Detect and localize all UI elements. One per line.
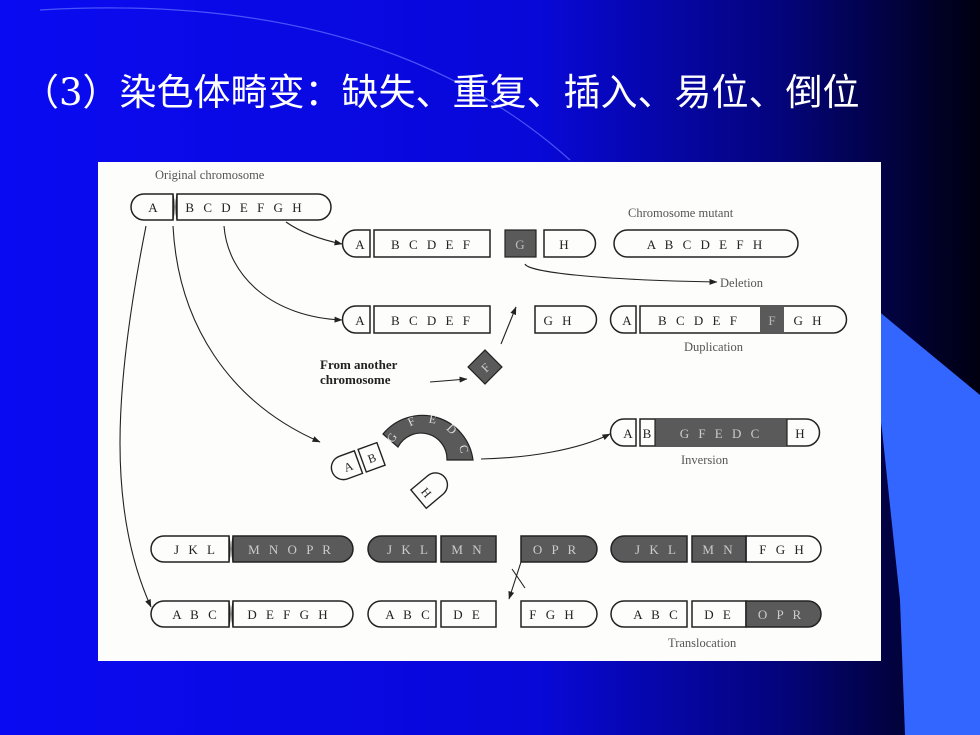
- segment-b: B: [366, 450, 378, 466]
- duplicated-f-segment: [760, 307, 784, 332]
- segment-a: A: [623, 426, 633, 441]
- translocation-top-row: J K L M N O P R J K L M N O P R J K L M …: [150, 535, 822, 563]
- deletion-row: A B C D E F G H A B C D E F H Deletion: [341, 229, 799, 290]
- deletion-caption: Deletion: [720, 276, 764, 290]
- segment-abc: A B C: [385, 607, 433, 622]
- chromosome-mutant-label: Chromosome mutant: [628, 206, 734, 220]
- segment-h: H: [559, 237, 568, 252]
- centromere-marks: [172, 193, 234, 628]
- original-chromosome-label: Original chromosome: [155, 168, 265, 182]
- arc-letter-c: C: [456, 443, 472, 454]
- segment-jkl: J K L: [387, 542, 431, 557]
- segment-a: A: [622, 313, 632, 328]
- segment-opr: O P R: [758, 607, 804, 622]
- inverted-segment-label: G F E D C: [680, 426, 763, 441]
- translocation-caption: Translocation: [668, 636, 737, 650]
- chromosome-figure: Original chromosome Chromosome mutant A …: [98, 162, 881, 661]
- inserted-f-fragment: [467, 349, 503, 385]
- arc-letter-e: E: [428, 412, 438, 427]
- segment-fgh: F G H: [759, 542, 807, 557]
- segment-defgh: D E F G H: [247, 607, 330, 622]
- original-chromosome: A B C D E F G H: [130, 193, 332, 221]
- duplication-row: A B C D E F G H From another chromosome …: [320, 305, 848, 387]
- segment-bcdef: B C D E F: [391, 313, 473, 328]
- gene-segment: B C D E F G H: [185, 200, 304, 215]
- segment-abc: A B C: [633, 607, 681, 622]
- segment-bcdef: B C D E F: [658, 313, 740, 328]
- segment-opr: O P R: [533, 542, 579, 557]
- duplication-caption: Duplication: [684, 340, 744, 354]
- deletion-mutant-label: A B C D E F H: [647, 237, 765, 252]
- slide-title: （3）染色体畸变：缺失、重复、插入、易位、倒位: [22, 71, 860, 114]
- inverted-arc-fragment: [382, 414, 474, 461]
- deleted-g-label: G: [515, 237, 524, 252]
- segment-b: B: [643, 426, 652, 441]
- segment-gh: G H: [543, 313, 574, 328]
- deleted-g-segment: [504, 229, 537, 258]
- segment-a: A: [355, 313, 365, 328]
- segment-de: D E: [453, 607, 483, 622]
- decorative-light-arc: [39, 7, 571, 161]
- segment-h: H: [795, 426, 804, 441]
- segment-h: H: [418, 485, 435, 501]
- centromere-left-segment: A: [148, 200, 158, 215]
- segment-bcdef: B C D E F: [391, 237, 473, 252]
- translocation-bottom-row: A B C D E F G H A B C D E F G H A B C D …: [150, 600, 822, 650]
- connector-arrows: [119, 221, 718, 608]
- segment-de: D E: [704, 607, 734, 622]
- from-another-label-line2: chromosome: [320, 372, 391, 387]
- segment-abc: A B C: [172, 607, 220, 622]
- segment-fgh: F G H: [529, 607, 577, 622]
- segment-a: A: [342, 459, 355, 475]
- decorative-blue-shape: [865, 300, 980, 735]
- segment-a: A: [355, 237, 365, 252]
- segment-mnopr: M N O P R: [248, 542, 334, 557]
- segment-gh: G H: [793, 313, 824, 328]
- inverted-segment: [655, 420, 787, 445]
- segment-jkl: J K L: [635, 542, 679, 557]
- inversion-row: G F E D C A B H: [330, 412, 821, 510]
- from-another-label-line1: From another: [320, 357, 398, 372]
- segment-jkl: J K L: [174, 542, 218, 557]
- duplicated-f-label: F: [768, 313, 775, 328]
- segment-mn: M N: [702, 542, 735, 557]
- inversion-caption: Inversion: [681, 453, 729, 467]
- deletion-mutant: [613, 229, 799, 258]
- segment-mn: M N: [451, 542, 484, 557]
